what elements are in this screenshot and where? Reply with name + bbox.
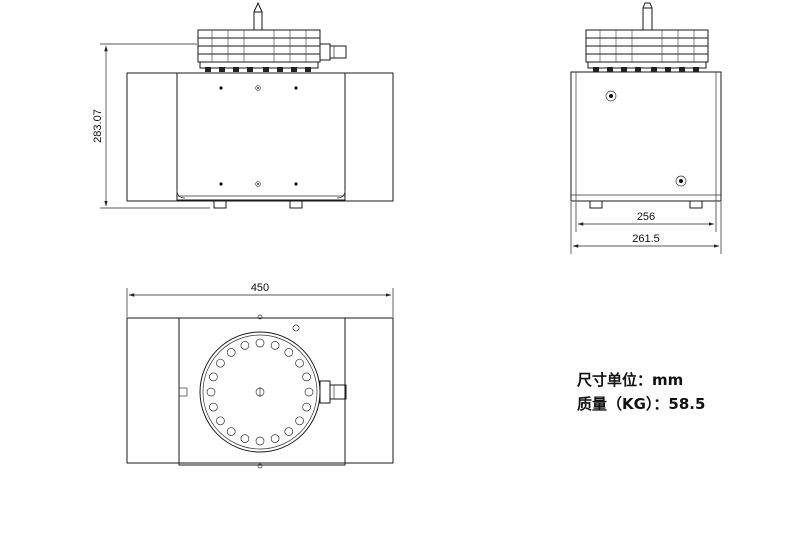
side-view: 256 261.5 [570, 2, 722, 254]
unit-note: 尺寸单位：mm [577, 371, 684, 389]
top-view: 450 [126, 282, 394, 469]
bolt-circle [206, 338, 314, 446]
weight-note: 质量（KG）：58.5 [577, 395, 706, 413]
width-dimension-label: 450 [251, 282, 269, 294]
height-dimension-label: 283.07 [92, 109, 104, 143]
overall-depth-dimension-label: 261.5 [632, 233, 660, 245]
front-view: 283.07 [92, 1, 394, 209]
depth-dimension-label: 256 [637, 211, 655, 223]
